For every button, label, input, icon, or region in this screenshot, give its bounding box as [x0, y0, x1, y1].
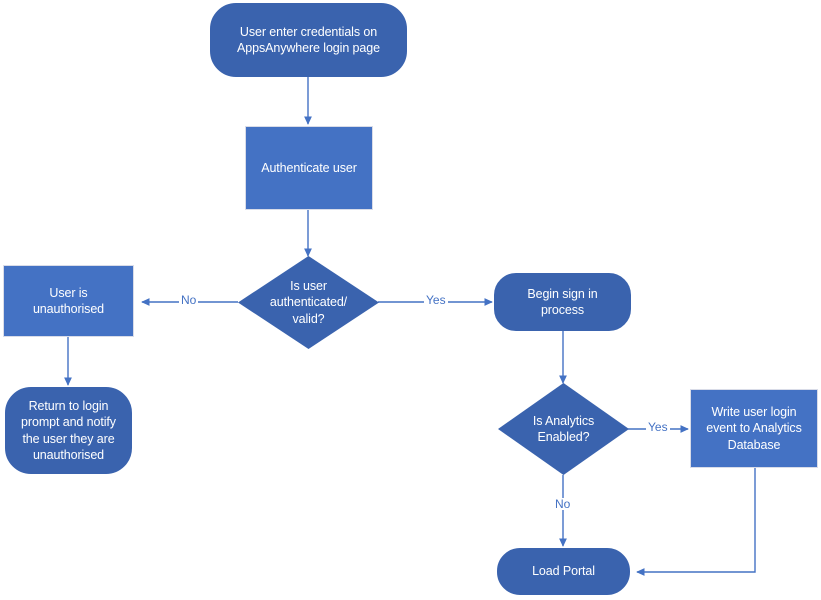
- node-load-portal[interactable]: Load Portal: [497, 548, 630, 595]
- node-enter-credentials-label: User enter credentials on AppsAnywhere l…: [237, 24, 380, 56]
- node-write-analytics-event[interactable]: Write user login event to Analytics Data…: [690, 389, 818, 468]
- node-begin-sign-in[interactable]: Begin sign in process: [494, 273, 631, 331]
- node-is-user-authenticated[interactable]: Is user authenticated/ valid?: [238, 256, 379, 349]
- node-enter-credentials[interactable]: User enter credentials on AppsAnywhere l…: [210, 3, 407, 77]
- node-user-unauthorised-label: User is unauthorised: [32, 285, 105, 317]
- node-is-user-authenticated-label: Is user authenticated/ valid?: [269, 278, 348, 326]
- node-is-analytics-enabled-label: Is Analytics Enabled?: [532, 413, 595, 445]
- node-return-to-login-label: Return to login prompt and notify the us…: [21, 398, 116, 463]
- node-user-unauthorised[interactable]: User is unauthorised: [3, 265, 134, 337]
- edge-label-analytics-yes: Yes: [646, 420, 670, 434]
- diamond-shape-is-analytics-enabled: [498, 383, 629, 475]
- node-begin-sign-in-label: Begin sign in process: [527, 286, 598, 318]
- edge-label-auth-no: No: [179, 293, 199, 307]
- node-return-to-login[interactable]: Return to login prompt and notify the us…: [5, 387, 132, 474]
- diamond-shape-is-user-authenticated: [238, 256, 379, 349]
- connector-write-to-portal: [636, 468, 756, 576]
- node-is-analytics-enabled[interactable]: Is Analytics Enabled?: [498, 383, 629, 475]
- node-authenticate-user[interactable]: Authenticate user: [245, 126, 373, 210]
- node-authenticate-user-label: Authenticate user: [261, 160, 357, 175]
- node-load-portal-label: Load Portal: [532, 564, 595, 579]
- node-write-analytics-event-label: Write user login event to Analytics Data…: [706, 404, 802, 452]
- edge-label-auth-yes: Yes: [424, 293, 448, 307]
- edge-label-analytics-no: No: [553, 497, 573, 511]
